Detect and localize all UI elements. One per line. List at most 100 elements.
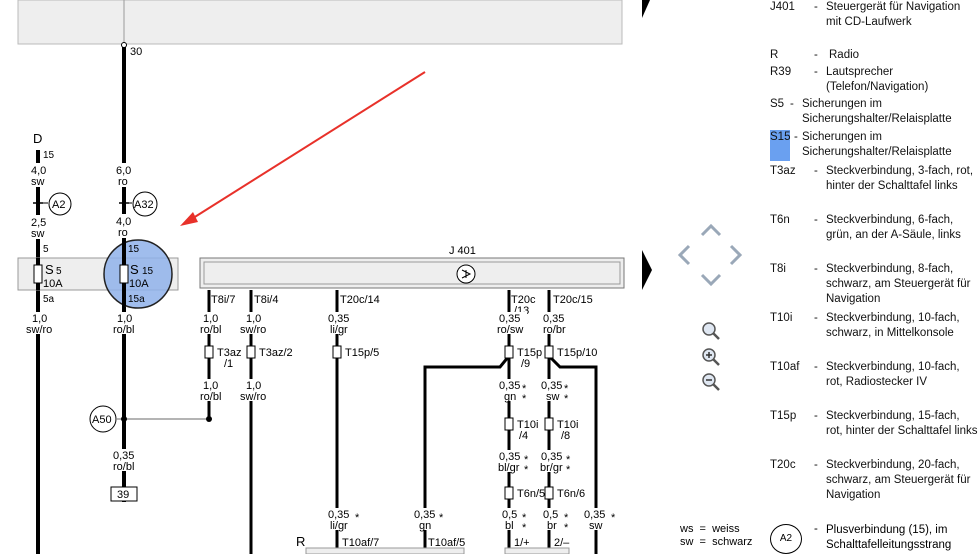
gauge-r1-2: 0,35 <box>328 313 349 325</box>
star-r3-0a: * <box>524 454 529 466</box>
legend-desc: Steckverbindung, 10-fach, schwarz, in Mi… <box>826 312 960 339</box>
connector-a50-label: A50 <box>92 414 112 426</box>
gauge-b-1: 0,35 <box>414 509 435 521</box>
ref-box-39-label: 39 <box>117 489 129 501</box>
red-arrow <box>189 71 426 221</box>
conn-t10i-8-suffix: /8 <box>561 430 570 442</box>
gauge-b-2: 0,5 <box>502 509 517 521</box>
s15-highlight-circle[interactable] <box>103 239 173 309</box>
color-r1-2: li/gr <box>330 324 348 336</box>
legend-dash: - <box>814 410 818 422</box>
connector-a2[interactable] <box>48 192 72 216</box>
legend-code: T10i <box>770 312 793 324</box>
color-r1-4: ro/br <box>543 324 566 336</box>
legend-desc: Steuergerät für Navigation mit CD-Laufwe… <box>826 1 961 28</box>
j401-label: J 401 <box>449 245 476 257</box>
wiring-diagram: 30 D 15 4,0 sw A2 2,5 sw 5 6,0 ro A32 4,… <box>17 0 625 554</box>
red-arrow-head <box>180 212 198 226</box>
d-label: D <box>33 131 42 146</box>
legend-dash: - <box>794 131 798 143</box>
color-r1-0: ro/bl <box>200 324 221 336</box>
fuse-s15-name: S <box>130 262 139 277</box>
legend-code: T10af <box>770 361 800 373</box>
gauge-r2-3: 0,35 <box>541 380 562 392</box>
color-r2-3: sw <box>546 391 560 403</box>
color-b-2: bl <box>505 520 514 532</box>
star-b-2b: * <box>522 522 527 534</box>
color-r3-0: bl/gr <box>498 462 520 474</box>
conn-t10i-4-suffix: /4 <box>519 430 528 442</box>
gauge-b-4: 0,35 <box>584 509 605 521</box>
j401-box <box>199 257 625 289</box>
legend-desc: Steckverbindung, 8-fach, schwarz, am Ste… <box>826 263 971 305</box>
color-r1-3: ro/sw <box>497 324 523 336</box>
legend-desc: Steckverbindung, 10-fach, rot, Radiostec… <box>826 361 960 388</box>
navigation-controls <box>668 216 752 391</box>
gauge-left-1: 4,0 <box>31 165 46 177</box>
star-b-4: * <box>611 512 616 524</box>
color-center-3: ro/bl <box>113 324 134 336</box>
pin-t20c-14: T20c/14 <box>340 294 380 306</box>
legend-code: J401 <box>770 1 795 13</box>
color-left-3: sw/ro <box>26 324 52 336</box>
abbr-ws: ws = weiss <box>680 523 740 535</box>
conn-t6n-6: T6n/6 <box>557 488 585 500</box>
legend-desc: Plusverbindung (15), im Schalttafelleitu… <box>826 524 952 551</box>
legend-desc: Radio <box>829 49 860 61</box>
legend-code: T15p <box>770 410 797 422</box>
color-r2-0: ro/bl <box>200 391 221 403</box>
gauge-center-1: 6,0 <box>116 165 131 177</box>
zoom-out-icon[interactable] <box>700 371 722 393</box>
zoom-in-icon[interactable] <box>700 346 722 368</box>
pin-t10af-5: T10af/5 <box>428 537 465 549</box>
gauge-center-4: 0,35 <box>113 450 134 462</box>
conn-t3az-1-suffix: /1 <box>224 358 233 370</box>
zoom-icon[interactable] <box>700 320 722 342</box>
page-prev-icon[interactable] <box>642 0 652 20</box>
star-b-3b: * <box>564 522 569 534</box>
conn-t3az-2: T3az/2 <box>259 347 293 359</box>
ref-box-39[interactable] <box>110 486 138 502</box>
legend-desc: Sicherungen im Sicherungshalter/Relaispl… <box>802 131 952 158</box>
star-r2-2b: * <box>522 393 527 405</box>
color-center-2: ro <box>118 227 128 239</box>
legend-desc: Steckverbindung, 6-fach, grün, an der A-… <box>826 214 961 241</box>
star-r2-2a: * <box>522 383 527 395</box>
fuse-s5-name: S <box>45 262 54 277</box>
pin-5: 5 <box>43 244 49 255</box>
pin-1-plus: 1/+ <box>514 537 530 549</box>
star-r2-3a: * <box>564 383 569 395</box>
arrow-left-icon[interactable] <box>676 244 692 266</box>
legend-code: S5 <box>770 98 785 110</box>
gauge-r1-1: 1,0 <box>246 313 261 325</box>
top-panel <box>17 0 623 45</box>
arrow-up-icon[interactable] <box>700 222 722 238</box>
color-b-4: sw <box>589 520 603 532</box>
legend-dash: - <box>814 165 818 177</box>
legend-code: T6n <box>770 214 790 226</box>
arrow-down-icon[interactable] <box>700 272 722 288</box>
color-b-3: br <box>547 520 557 532</box>
color-center-1: ro <box>118 176 128 188</box>
arrow-right-icon[interactable] <box>728 244 744 266</box>
star-r3-1a: * <box>566 454 571 466</box>
color-r2-1: sw/ro <box>240 391 266 403</box>
fuse-s15-symbol <box>119 264 129 284</box>
pin-15-left: 15 <box>43 150 55 161</box>
terminal-30-label: 30 <box>130 46 142 58</box>
legend-code-highlighted: S15 <box>770 130 791 161</box>
page-next-icon[interactable] <box>642 250 654 290</box>
conn-t10i-8: T10i <box>557 419 578 431</box>
legend-desc: Steckverbindung, 3-fach, rot, hinter der… <box>826 165 974 192</box>
legend-dash: - <box>814 459 818 471</box>
gauge-center-2: 4,0 <box>116 216 131 228</box>
abbr-sw: sw = schwarz <box>680 536 753 548</box>
gauge-r2-2: 0,35 <box>499 380 520 392</box>
legend-desc: Sicherungen im Sicherungshalter/Relaispl… <box>802 98 952 125</box>
conn-t15p-5: T15p/5 <box>345 347 379 359</box>
fuse-s5-num: 5 <box>56 266 62 277</box>
conn-t15p-9: T15p <box>517 347 542 359</box>
legend-desc: Lautsprecher (Telefon/Navigation) <box>826 66 929 93</box>
connector-a32[interactable] <box>132 191 158 217</box>
radio-r-label: R <box>296 534 305 549</box>
